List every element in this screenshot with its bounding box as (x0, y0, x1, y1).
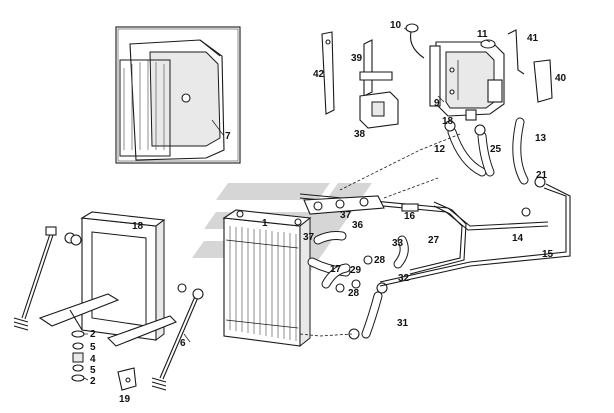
callout-28-bottom: 28 (348, 288, 360, 299)
callout-7: 7 (225, 131, 231, 142)
hose-33 (393, 235, 409, 269)
tie-rod-left (13, 226, 82, 331)
callout-17: 17 (330, 264, 342, 275)
callout-11: 11 (477, 29, 488, 40)
callout-41: 41 (527, 33, 539, 44)
callout-25: 25 (490, 144, 502, 155)
hose-31 (361, 291, 383, 339)
callout-42: 42 (313, 69, 325, 80)
callout-28-top: 28 (374, 255, 386, 266)
callout-31: 31 (397, 318, 409, 329)
tie-rod-right (151, 283, 204, 391)
radiator-frame (38, 211, 177, 347)
callout-37-top: 37 (340, 210, 352, 221)
callout-1: 1 (262, 218, 268, 229)
hose-37 (313, 231, 347, 245)
bracket (117, 367, 137, 391)
callout-2-top: 2 (90, 329, 96, 340)
callout-27: 27 (428, 235, 440, 246)
callout-16: 16 (404, 211, 416, 222)
bracket-41 (507, 29, 525, 75)
callout-6: 6 (180, 338, 186, 349)
callout-15: 15 (542, 249, 554, 260)
callout-36: 36 (352, 220, 364, 231)
callout-10: 10 (390, 20, 402, 31)
callout-40: 40 (555, 73, 567, 84)
callout-9: 9 (434, 98, 440, 109)
callout-18-secondary: 18 (442, 116, 454, 127)
mounting-hardware-stack (71, 330, 85, 382)
callout-32: 32 (398, 273, 410, 284)
pipe-27 (409, 201, 467, 275)
clamp-block-38 (359, 91, 399, 129)
coolant-manifold (303, 195, 419, 215)
hose-29 (321, 263, 351, 289)
callout-19: 19 (119, 394, 131, 405)
bracket-42 (321, 31, 335, 115)
callout-29: 29 (350, 265, 362, 276)
hose-12 (447, 127, 487, 177)
pipe-15 (379, 183, 571, 287)
dashed-connectors (299, 133, 461, 337)
hose-25 (477, 131, 495, 177)
bracket-39 (359, 39, 393, 97)
callout-21: 21 (536, 170, 548, 181)
hose-13 (512, 117, 529, 185)
callout-14: 14 (512, 233, 524, 244)
bracket-40 (533, 59, 553, 103)
callout-18: 18 (132, 221, 144, 232)
callout-5-top: 5 (90, 342, 96, 353)
callout-labels: 1 2 2 4 5 5 6 7 9 10 11 12 13 14 15 16 1… (90, 20, 567, 405)
inset-fan-shroud-view (115, 26, 241, 164)
callout-4: 4 (90, 354, 96, 365)
callout-13: 13 (535, 133, 547, 144)
callout-5-bottom: 5 (90, 365, 96, 376)
callout-12: 12 (434, 144, 446, 155)
leader-lines (83, 27, 491, 381)
callout-38: 38 (354, 129, 366, 140)
radiator-core (222, 209, 312, 348)
callout-37-bottom: 37 (303, 232, 315, 243)
callout-33: 33 (392, 238, 404, 249)
expansion-tank (405, 23, 505, 121)
callout-2-bottom: 2 (90, 376, 96, 387)
callout-39: 39 (351, 53, 363, 64)
